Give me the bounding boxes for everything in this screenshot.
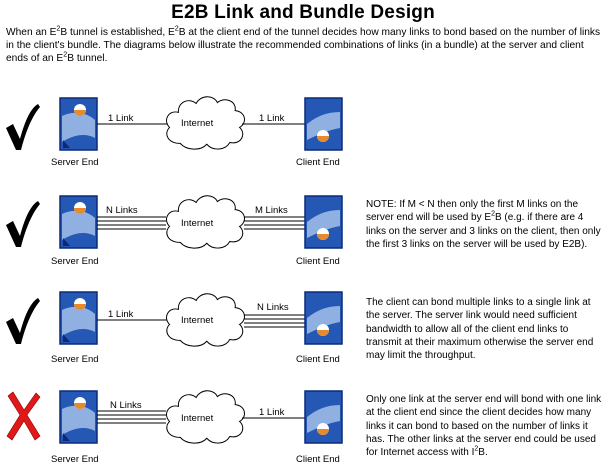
internet-label: Internet: [181, 118, 214, 129]
client-device-icon: [304, 195, 343, 249]
server-end-label: Server End: [51, 454, 99, 465]
diagram-row-4: N Links 1 Link Internet Server End Clien…: [6, 390, 343, 465]
server-device-icon: [59, 195, 98, 249]
client-link-label: 1 Link: [259, 113, 285, 124]
server-end-label: Server End: [51, 256, 99, 267]
page-title: E2B Link and Bundle Design: [171, 2, 435, 23]
client-link-label: N Links: [257, 302, 289, 313]
cross-mark-icon: [6, 391, 41, 441]
client-device-icon: [304, 390, 343, 444]
check-mark-icon: [6, 104, 40, 150]
server-device-icon: [59, 97, 98, 151]
intro-paragraph: When an E2B tunnel is established, E2B a…: [6, 24, 601, 65]
check-mark-icon: [6, 298, 40, 344]
diagram-row-3: 1 Link N Links Internet Server End Clien…: [6, 291, 343, 365]
server-link-label: 1 Link: [108, 113, 134, 124]
client-links-bundle: [244, 314, 305, 328]
note-row-4: Only one link at the server end will bon…: [366, 394, 602, 459]
client-end-label: Client End: [296, 454, 340, 465]
client-end-label: Client End: [296, 157, 340, 168]
server-end-label: Server End: [51, 354, 99, 365]
server-links-bundle: [97, 410, 166, 424]
server-device-icon: [59, 291, 98, 345]
client-links-bundle: [244, 216, 305, 230]
server-link-label: 1 Link: [108, 309, 134, 320]
server-device-icon: [59, 390, 98, 444]
client-link-label: M Links: [255, 205, 288, 216]
server-link-label: N Links: [110, 400, 142, 411]
diagram-row-1: 1 Link 1 Link Internet Server End Client…: [6, 96, 343, 168]
diagram-row-2: N Links M Links Internet Server End Clie…: [6, 195, 343, 267]
check-mark-icon: [6, 201, 40, 247]
server-links-bundle: [97, 216, 166, 230]
server-link-label: N Links: [106, 205, 138, 216]
client-end-label: Client End: [296, 354, 340, 365]
client-end-label: Client End: [296, 256, 340, 267]
note-row-2: NOTE: If M < N then only the first M lin…: [366, 199, 601, 250]
client-device-icon: [304, 291, 343, 345]
server-end-label: Server End: [51, 157, 99, 168]
client-device-icon: [304, 97, 343, 151]
internet-label: Internet: [181, 218, 214, 229]
note-row-3: The client can bond multiple links to a …: [366, 297, 594, 362]
internet-label: Internet: [181, 315, 214, 326]
internet-label: Internet: [181, 413, 214, 424]
client-link-label: 1 Link: [259, 407, 285, 418]
